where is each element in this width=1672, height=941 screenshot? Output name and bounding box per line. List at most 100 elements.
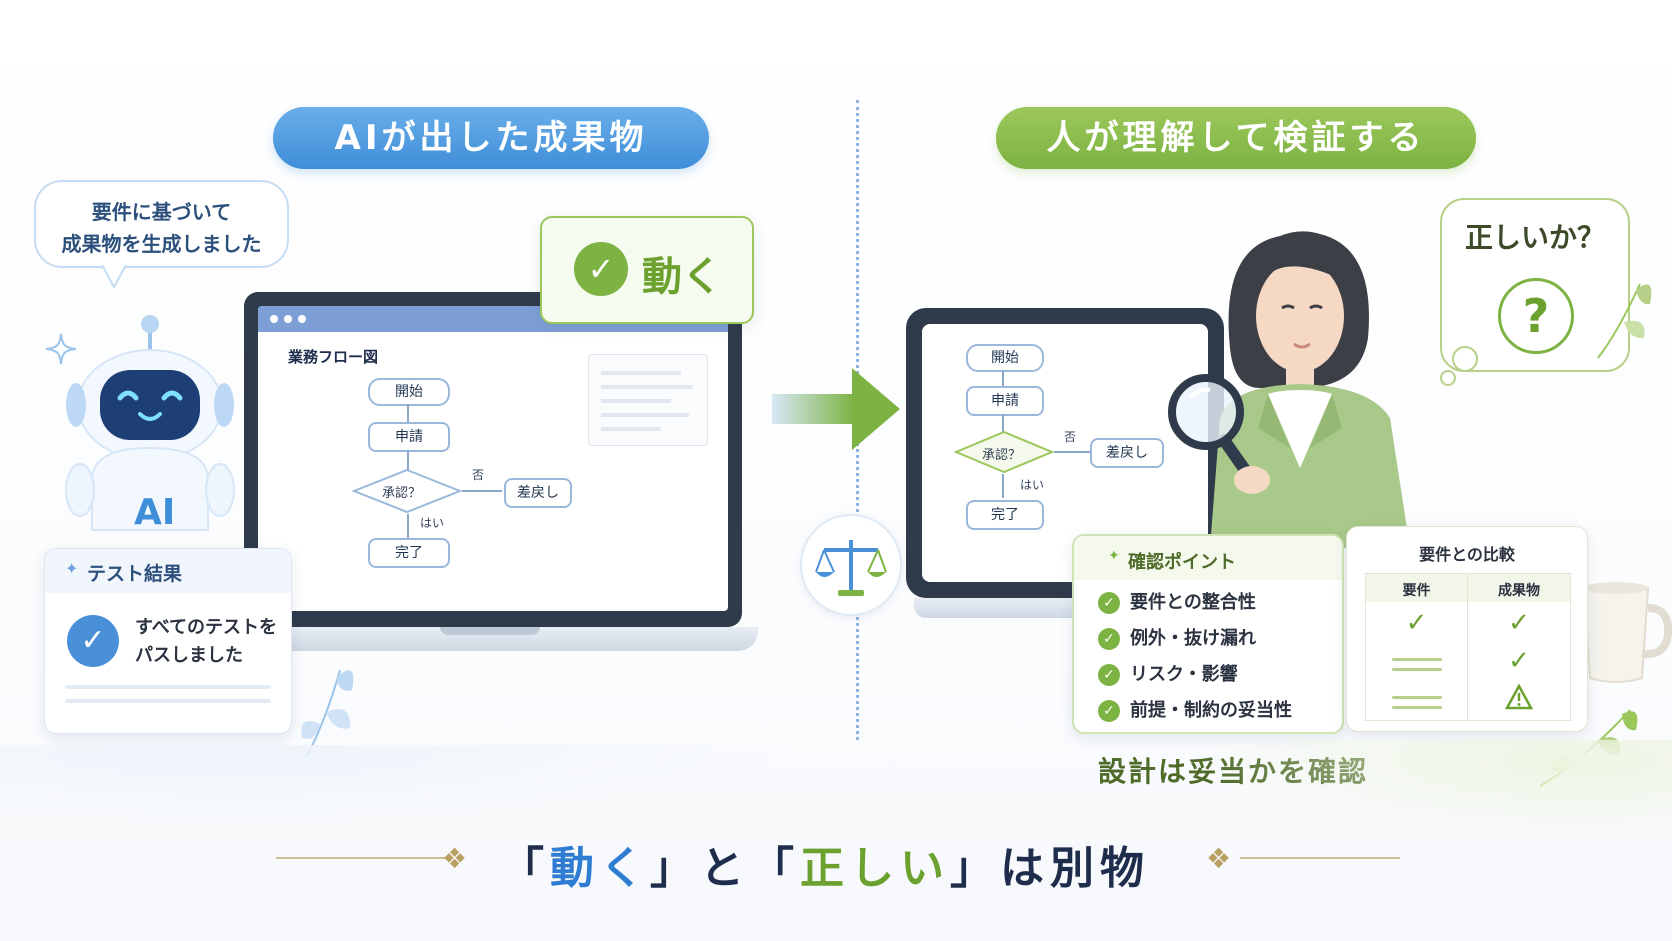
- flow-arrow: [1002, 414, 1004, 432]
- tagline-bracket-open: 「: [500, 843, 550, 894]
- flow-arrow: [407, 404, 409, 422]
- doc-line: [601, 371, 681, 375]
- test-card-title: テスト結果: [87, 563, 183, 585]
- question-mark-icon: ?: [1498, 278, 1574, 354]
- magnifier-icon: [1168, 374, 1270, 494]
- checkpoint-item: ✓ 例外・抜け漏れ: [1098, 624, 1256, 650]
- ornament-right-icon: ❖: [1206, 842, 1232, 875]
- placeholder-line: [1392, 658, 1442, 661]
- doc-panel: [588, 354, 708, 446]
- coffee-cup-icon: [1582, 582, 1672, 683]
- flow-arrow: [1054, 451, 1090, 453]
- ornament-left-icon: ❖: [442, 842, 468, 875]
- tagline: 「動く」と「正しい」は別物: [500, 832, 1150, 896]
- comparison-col-requirements: 要件: [1402, 583, 1431, 599]
- tagline-rule-left: [276, 857, 446, 859]
- flow-title: 業務フロー図: [288, 348, 379, 366]
- check-icon: ✓: [1098, 700, 1120, 722]
- sparkle-small-icon: ✦: [1108, 548, 1120, 564]
- doc-line: [601, 399, 671, 403]
- flow-arrow: [1002, 370, 1004, 386]
- test-result-card: ✦ テスト結果 ✓ すべてのテストを パスしました: [44, 548, 292, 734]
- ai-bubble-line2: 成果物を生成しました: [61, 232, 262, 256]
- tagline-works: 動く: [550, 843, 650, 894]
- check-icon: ✓: [1098, 628, 1120, 650]
- right-heading: 人が理解して検証する: [996, 107, 1476, 169]
- thought-bubble: 正しいか？ ?: [1440, 198, 1630, 372]
- left-laptop-notch: [440, 627, 540, 635]
- balance-scale-icon: [800, 514, 902, 616]
- ai-bubble-line1: 要件に基づいて: [91, 200, 232, 224]
- right-screen-content: 開始 申請 承認？ 否 差戻し はい 完了: [922, 324, 1208, 582]
- flow-approve-label: 承認？: [382, 486, 422, 501]
- person-illustration: [1210, 231, 1410, 548]
- checkpoint-item-label: リスク・影響: [1130, 664, 1238, 685]
- left-laptop-screen: 業務フロー図 開始 申請 承認？ 否 差戻し はい 完了: [244, 292, 742, 627]
- check-icon: ✓: [1508, 646, 1530, 676]
- flow-arrow: [407, 514, 409, 538]
- flow-node-apply: 申請: [368, 422, 450, 452]
- ai-robot-icon: [65, 315, 235, 531]
- comparison-col-deliverables: 成果物: [1498, 583, 1540, 599]
- doc-line: [601, 427, 661, 431]
- flow-arrow: [462, 490, 502, 492]
- comparison-table-header: [1366, 574, 1570, 602]
- flow-yes-label: はい: [420, 516, 445, 530]
- placeholder-line: [1392, 696, 1442, 699]
- window-dot-3: [298, 315, 306, 323]
- leaf-decoration-icon: [301, 669, 354, 759]
- checkpoint-item: ✓ リスク・影響: [1098, 660, 1238, 686]
- works-check-icon: ✓: [574, 242, 628, 296]
- left-heading: AIが出した成果物: [273, 107, 709, 169]
- thought-dot: [1440, 370, 1456, 386]
- robot-label: AI: [134, 492, 176, 533]
- flow-node-done: 完了: [368, 538, 450, 568]
- flow-yes-label: はい: [1020, 478, 1045, 492]
- ai-speech-bubble: 要件に基づいて 成果物を生成しました: [34, 180, 289, 268]
- flow-node-start: 開始: [966, 344, 1044, 372]
- flow-node-done: 完了: [966, 500, 1044, 530]
- left-screen-content: 業務フロー図 開始 申請 承認？ 否 差戻し はい 完了: [258, 306, 728, 611]
- works-badge: ✓ 動く: [540, 216, 754, 324]
- test-card-line: [65, 685, 271, 689]
- check-icon: ✓: [1405, 608, 1428, 638]
- flow-node-approve-diamond: [954, 430, 1054, 474]
- sparkle-icon: [45, 333, 77, 365]
- warning-icon: [1468, 683, 1570, 714]
- flow-node-start: 開始: [368, 378, 450, 406]
- checkpoint-item: ✓ 前提・制約の妥当性: [1098, 696, 1292, 722]
- flow-no-label: 否: [1064, 430, 1077, 444]
- thought-bubble-text: 正しいか？: [1464, 221, 1605, 254]
- checkpoint-header: [1074, 536, 1342, 580]
- flow-no-label: 否: [472, 468, 485, 482]
- flow-arrow: [1002, 474, 1004, 498]
- checkpoint-item: ✓要件との整合性: [1098, 588, 1256, 614]
- test-card-header: [45, 549, 291, 593]
- comparison-card: 要件との比較 要件 成果物 ✓ ✓ ✓: [1346, 526, 1588, 732]
- flow-node-return: 差戻し: [1090, 438, 1164, 468]
- placeholder-line: [1392, 706, 1442, 709]
- tagline-rule-right: [1240, 857, 1400, 859]
- leaf-decoration-icon: [1597, 283, 1652, 359]
- tagline-end: 」は別物: [950, 843, 1150, 894]
- checkpoint-card: ✦ 確認ポイント ✓要件との整合性 ✓例外・抜け漏れ ✓リスク・影響 ✓前提・制…: [1072, 534, 1344, 734]
- flow-arrow: [407, 450, 409, 470]
- test-card-line1: すべてのテストを: [135, 617, 278, 638]
- checkpoint-item-label: 前提・制約の妥当性: [1130, 700, 1292, 721]
- checkpoint-item-label: 例外・抜け漏れ: [1130, 628, 1256, 649]
- check-icon: ✓: [1508, 608, 1530, 638]
- doc-line: [601, 413, 689, 417]
- comparison-col-divider: [1467, 574, 1468, 720]
- works-label: 動く: [642, 254, 722, 300]
- transition-arrow-icon: [772, 368, 900, 450]
- comparison-table: 要件 成果物 ✓ ✓ ✓: [1365, 573, 1571, 721]
- flow-node-apply: 申請: [966, 386, 1044, 416]
- thought-dot: [1452, 346, 1478, 372]
- checkpoint-item-label: 要件との整合性: [1130, 592, 1256, 613]
- bubble-tail: [101, 265, 127, 289]
- placeholder-line: [1392, 668, 1442, 671]
- tagline-middle: 」と「: [650, 843, 800, 894]
- check-icon: ✓: [1098, 664, 1120, 686]
- comparison-title: 要件との比較: [1419, 545, 1515, 564]
- bottom-wave-right: [1200, 740, 1672, 840]
